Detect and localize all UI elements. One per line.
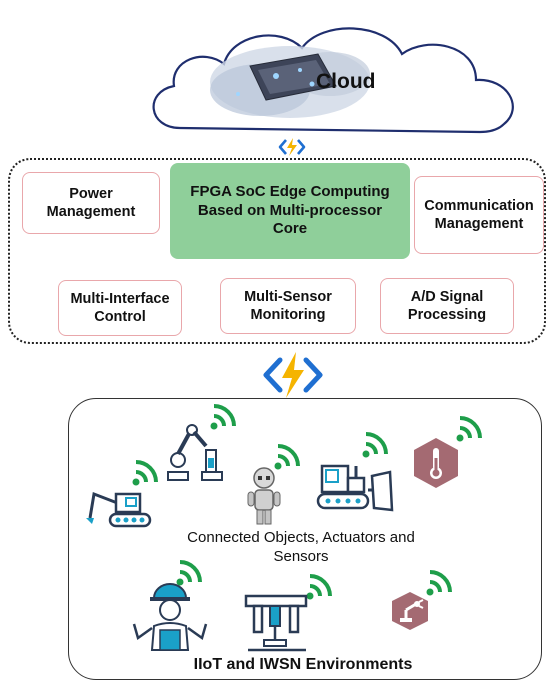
ad-signal-processing-box: A/D Signal Processing [380,278,514,334]
wifi-icon [210,404,236,430]
connected-objects-label: Connected Objects, Actuators and Sensors [187,529,415,566]
wifi-icon [456,416,482,442]
fpga-soc-core-label: FPGA SoC Edge Computing Based on Multi-p… [190,182,390,238]
connector-icon-large [263,352,323,398]
connector-icon-small [278,138,306,156]
communication-management-box: Communication Management [414,176,544,254]
wifi-icon [176,560,202,586]
iiot-environment-panel [68,398,542,680]
wifi-icon [362,432,388,458]
wifi-icon [426,570,452,596]
excavator-icon [86,491,152,528]
wifi-icon [132,460,158,486]
crane-machine-icon [244,594,308,652]
wifi-icon [274,444,300,470]
communication-management-label: Communication Management [424,197,534,232]
wifi-icon [306,574,332,600]
power-management-label: Power Management [46,185,136,220]
robot-arm-badge-icon [392,592,428,630]
bulldozer-icon [316,464,394,512]
multi-sensor-monitoring-box: Multi-Sensor Monitoring [220,278,356,334]
edge-computing-layer [8,158,546,344]
robot-icon [247,467,281,525]
multi-sensor-monitoring-label: Multi-Sensor Monitoring [244,288,332,323]
cloud-icon [152,27,514,134]
worker-icon [132,583,208,651]
thermometer-sensor-icon [414,438,458,488]
multi-interface-control-box: Multi-Interface Control [58,280,182,336]
fpga-soc-core-box: FPGA SoC Edge Computing Based on Multi-p… [170,163,410,259]
cloud-label: Cloud [316,70,376,93]
multi-interface-control-label: Multi-Interface Control [70,290,170,325]
power-management-box: Power Management [22,172,160,234]
environment-title: IIoT and IWSN Environments [193,656,413,673]
ad-signal-processing-label: A/D Signal Processing [407,288,487,323]
robotic-arm-icon [167,424,223,481]
